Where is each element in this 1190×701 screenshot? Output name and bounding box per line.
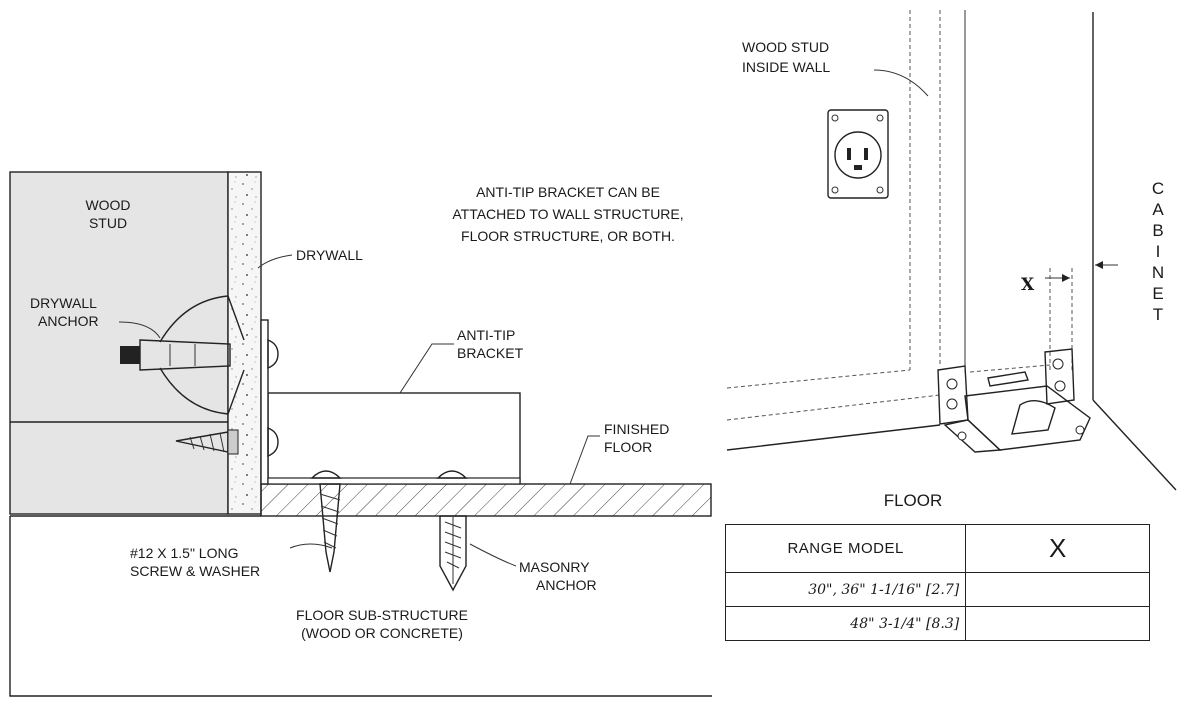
cabinet-letter-1: C [1152,179,1164,198]
cabinet-letter-3: B [1152,221,1163,240]
label-masonry-2: ANCHOR [536,577,597,593]
bracket-perspective-shape [937,348,1091,453]
label-substructure-2: (WOOD OR CONCRETE) [301,625,463,641]
label-wood-stud-inside-1: WOOD STUD [742,39,829,55]
label-note-2: ATTACHED TO WALL STRUCTURE, [452,206,683,222]
range-model-table: RANGE MODEL X 30", 36" 1-1/16" [2.7] 48"… [724,524,1150,641]
label-screw-2: SCREW & WASHER [130,563,260,579]
label-anti-tip-1: ANTI-TIP [457,327,515,343]
label-drywall-anchor-1: DRYWALL [30,295,97,311]
label-floor: FLOOR [884,491,943,510]
right-labels: WOOD STUD INSIDE WALL X FLOOR C A B I N … [742,39,1164,510]
finished-floor [260,483,712,517]
table-row: 48" 3-1/4" [8.3] [724,606,1150,641]
label-masonry-1: MASONRY [519,559,590,575]
label-finished-floor-1: FINISHED [604,421,669,437]
cabinet-vertical-label: C A B I N E T [1152,179,1164,324]
cabinet-letter-2: A [1152,200,1164,219]
wood-screw-shape [175,429,239,455]
row-model-value: 48" 3-1/4" [8.3] [724,606,967,641]
table-header-row: RANGE MODEL X [724,524,1150,573]
label-anti-tip-2: BRACKET [457,345,524,361]
right-perspective-view [726,10,1177,491]
label-x-marker: X [1021,275,1035,295]
label-substructure-1: FLOOR SUB-STRUCTURE [296,607,468,623]
cabinet-letter-4: I [1156,242,1161,261]
cabinet-letter-5: N [1152,263,1164,282]
label-screw-1: #12 X 1.5" LONG [130,545,238,561]
floor-screw-shape [319,483,341,573]
electrical-outlet-shape [827,109,889,199]
table-row: 30", 36" 1-1/16" [2.7] [724,572,1150,607]
cabinet-letter-7: T [1153,305,1163,324]
label-note-3: FLOOR STRUCTURE, OR BOTH. [461,228,675,244]
header-x: X [965,524,1150,573]
row-model-value: 30", 36" 1-1/16" [2.7] [724,572,967,607]
row-x-value [965,606,1150,641]
anti-tip-bracket-body [267,392,521,483]
label-note-1: ANTI-TIP BRACKET CAN BE [476,184,660,200]
label-drywall: DRYWALL [296,247,363,263]
label-wood-stud-1: WOOD [85,197,130,213]
wood-stud-block [9,171,229,515]
cabinet-letter-6: E [1152,284,1163,303]
header-range-model: RANGE MODEL [724,524,967,573]
label-wood-stud-2: STUD [89,215,127,231]
label-drywall-anchor-2: ANCHOR [38,313,99,329]
drywall-anchor-shape [120,295,245,415]
row-x-value [965,572,1150,607]
label-wood-stud-inside-2: INSIDE WALL [742,59,830,75]
left-cross-section [9,171,712,697]
masonry-anchor-shape [439,515,467,592]
left-labels: WOOD STUD DRYWALL DRYWALL ANCHOR ANTI-TI… [30,184,684,641]
label-finished-floor-2: FLOOR [604,439,652,455]
